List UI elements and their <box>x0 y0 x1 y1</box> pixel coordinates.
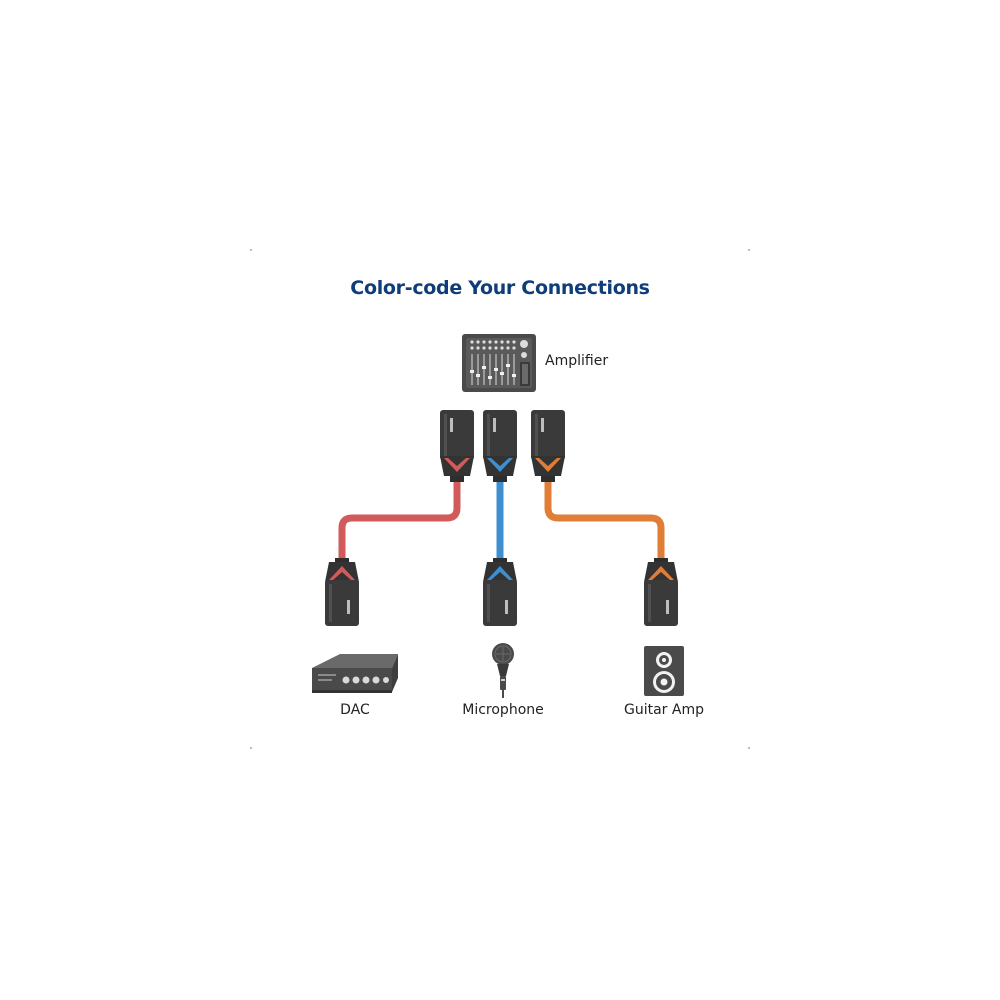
xlr-connector-icon <box>483 558 517 626</box>
xlr-connector-icon <box>644 558 678 626</box>
orange-cable <box>548 478 661 560</box>
xlr-connector-icon <box>531 410 565 482</box>
microphone-icon <box>492 643 514 698</box>
red-cable <box>342 478 457 560</box>
microphone-label: Microphone <box>448 702 558 718</box>
dac-label: DAC <box>300 702 410 718</box>
xlr-connector-icon <box>440 410 474 482</box>
xlr-connector-icon <box>325 558 359 626</box>
xlr-connector-icon <box>483 410 517 482</box>
mixer-console-icon <box>462 334 536 392</box>
dac-unit-icon <box>312 654 398 693</box>
amplifier-label: Amplifier <box>545 353 608 369</box>
speaker-cabinet-icon <box>644 646 684 696</box>
guitar-amp-label: Guitar Amp <box>609 702 719 718</box>
